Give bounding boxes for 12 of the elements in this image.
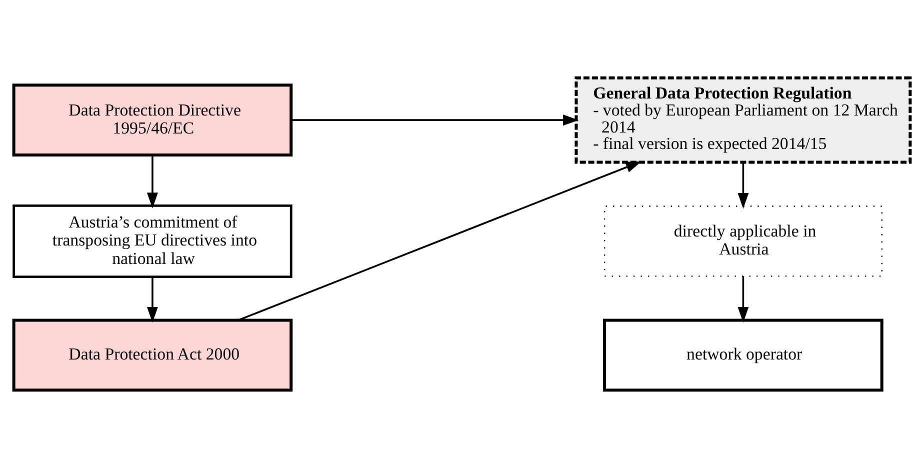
arrow — [737, 162, 748, 209]
node-box: Data Protection Directive 1995/46/EC — [12, 84, 292, 157]
arrow — [291, 114, 578, 126]
arrow — [737, 276, 748, 323]
node-box: Austria’s commitment of transposing EU directives into national law — [12, 204, 292, 278]
node-box: Data Protection Act 2000 — [12, 318, 292, 392]
node-box: network operator — [602, 318, 883, 392]
arrow — [146, 276, 158, 323]
arrow — [238, 161, 641, 321]
arrow — [146, 155, 158, 208]
node-box: directly applicable in Austria — [603, 206, 882, 277]
node-box: General Data Protection Regulation - voted by European Parliament on 12 March 2014 - final version is expected 2014/15 — [574, 76, 912, 164]
